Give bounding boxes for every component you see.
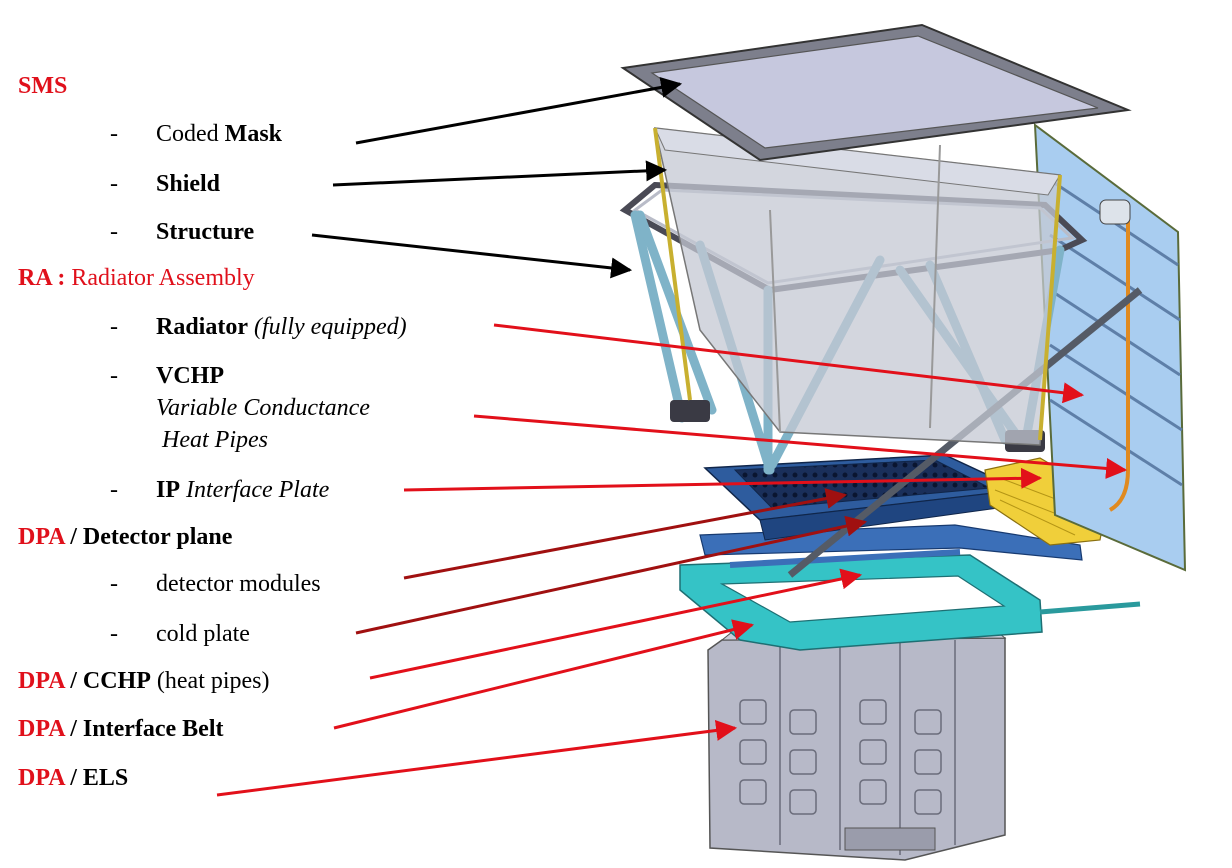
arrow-detector-modules — [403, 488, 848, 580]
text-bold: Radiator — [156, 314, 248, 340]
dash: - — [110, 171, 118, 197]
els-box — [707, 621, 1007, 861]
label-structure: Structure — [156, 219, 255, 245]
dash: - — [110, 219, 118, 245]
name: Radiator Assembly — [71, 265, 255, 291]
sep: / — [64, 524, 83, 550]
radiator-panel — [1033, 122, 1187, 572]
dash: - — [110, 314, 118, 340]
label-ra: RA : Radiator Assembly — [18, 264, 255, 292]
code: DPA — [18, 524, 65, 550]
label-sms: SMS — [18, 73, 68, 99]
text-bold: IP — [156, 477, 180, 503]
arrow-vchp — [473, 414, 1128, 479]
label-detector-modules: detector modules — [156, 571, 321, 597]
code: DPA — [18, 765, 65, 791]
arrow-radiator — [493, 323, 1085, 404]
name: ELS — [82, 765, 129, 791]
label-shield: Shield — [156, 171, 221, 197]
label-coded-mask: Coded Mask — [156, 120, 282, 148]
label-radiator: Radiator (fully equipped) — [156, 313, 407, 341]
sep: / — [64, 765, 83, 791]
label-dpa-els: DPA / ELS — [18, 764, 128, 792]
coded-mask-plate — [620, 23, 1132, 162]
label-dpa-belt: DPA / Interface Belt — [18, 715, 224, 743]
name: Detector plane — [82, 524, 233, 550]
detector-plane — [703, 454, 1023, 541]
interface-belt — [679, 554, 1141, 651]
note: (heat pipes) — [150, 668, 270, 694]
label-dpa-detector: DPA / Detector plane — [18, 523, 232, 551]
name: CCHP — [82, 668, 151, 694]
label-vchp: VCHP — [156, 363, 224, 389]
sep: / — [64, 716, 83, 742]
arrow-interface-belt — [333, 619, 755, 730]
text-italic: (fully equipped) — [248, 314, 407, 340]
sep: / — [64, 668, 83, 694]
label-cold-plate: cold plate — [156, 621, 250, 647]
code: DPA — [18, 668, 65, 694]
dash: - — [110, 477, 118, 503]
arrow-cchp — [369, 568, 863, 680]
name: Interface Belt — [82, 716, 224, 742]
arrow-els — [216, 720, 738, 797]
dash: - — [110, 121, 118, 147]
label-vchp-line2: Heat Pipes — [162, 427, 268, 453]
dash: - — [110, 571, 118, 597]
leader-arrows — [216, 77, 1128, 797]
label-dpa-cchp: DPA / CCHP (heat pipes) — [18, 667, 270, 695]
dash: - — [110, 621, 118, 647]
shield-box — [653, 127, 1062, 446]
arrow-structure — [311, 233, 633, 279]
code: RA : — [18, 265, 66, 291]
label-ip: IP Interface Plate — [156, 476, 329, 504]
arrow-cold-plate — [355, 515, 868, 635]
dash: - — [110, 363, 118, 389]
arrow-coded-mask — [355, 77, 683, 145]
code: DPA — [18, 716, 65, 742]
text-bold: Mask — [224, 121, 283, 147]
label-vchp-line1: Variable Conductance — [156, 395, 370, 421]
text: Coded — [156, 121, 225, 147]
arrow-interface-plate — [403, 467, 1043, 492]
text-italic: Interface Plate — [180, 477, 330, 503]
arrow-shield — [332, 160, 668, 187]
